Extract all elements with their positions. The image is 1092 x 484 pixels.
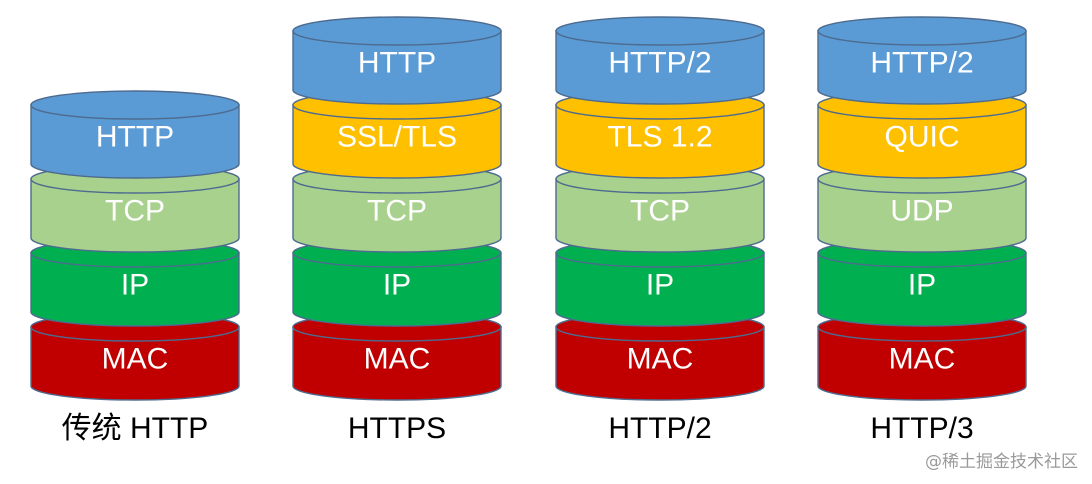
layer-body xyxy=(30,178,240,253)
layer-body xyxy=(30,326,240,401)
watermark: @稀土掘金技术社区 xyxy=(925,452,1078,472)
layer-label: UDP xyxy=(890,195,953,228)
layer-http-2: HTTP/2 xyxy=(555,16,765,105)
layer-body xyxy=(817,252,1027,327)
layer-body xyxy=(30,252,240,327)
layer-label: TCP xyxy=(105,195,165,228)
layer-body xyxy=(555,326,765,401)
layer-label: HTTP/2 xyxy=(608,47,711,80)
layer-label: MAC xyxy=(889,343,956,376)
layer-body xyxy=(817,178,1027,253)
layer-body xyxy=(555,252,765,327)
stack-caption: HTTP/2 xyxy=(608,412,711,445)
layer-label: HTTP xyxy=(358,47,436,80)
layer-label: IP xyxy=(646,269,674,302)
stack-1: MAC IP TCP HTTP 传统 HTTP xyxy=(30,90,240,445)
layer-label: MAC xyxy=(364,343,431,376)
layer-label: TLS 1.2 xyxy=(607,121,712,154)
layer-body xyxy=(292,30,502,105)
layer-body xyxy=(817,30,1027,105)
layer-label: IP xyxy=(121,269,149,302)
layer-body xyxy=(555,30,765,105)
layer-body xyxy=(292,104,502,179)
stack-caption: 传统 HTTP xyxy=(62,412,209,445)
layer-body xyxy=(292,252,502,327)
layer-label: TCP xyxy=(630,195,690,228)
layer-body xyxy=(555,104,765,179)
layer-http: HTTP xyxy=(30,90,240,179)
layer-label: IP xyxy=(383,269,411,302)
layer-body xyxy=(555,178,765,253)
layer-top-ellipse xyxy=(817,16,1027,46)
layer-http: HTTP xyxy=(292,16,502,105)
stack-2: MAC IP TCP SSL/TLS HTTP HTTPS xyxy=(292,16,502,445)
layer-top-ellipse xyxy=(555,16,765,46)
layer-top-ellipse xyxy=(30,90,240,120)
layer-udp: UDP xyxy=(817,164,1027,253)
layer-body xyxy=(292,326,502,401)
layer-label: MAC xyxy=(102,343,169,376)
layer-tcp: TCP xyxy=(30,164,240,253)
layer-http-2: HTTP/2 xyxy=(817,16,1027,105)
layer-label: IP xyxy=(908,269,936,302)
layer-body xyxy=(817,104,1027,179)
layer-label: HTTP xyxy=(96,121,174,154)
layer-label: TCP xyxy=(367,195,427,228)
layer-top-ellipse xyxy=(292,16,502,46)
stack-caption: HTTPS xyxy=(348,412,446,445)
layer-label: HTTP/2 xyxy=(870,47,973,80)
layer-label: QUIC xyxy=(885,121,960,154)
layer-label: MAC xyxy=(627,343,694,376)
layer-body xyxy=(817,326,1027,401)
layer-body xyxy=(292,178,502,253)
stack-caption: HTTP/3 xyxy=(870,412,973,445)
layer-body xyxy=(30,104,240,179)
layer-label: SSL/TLS xyxy=(337,121,457,154)
